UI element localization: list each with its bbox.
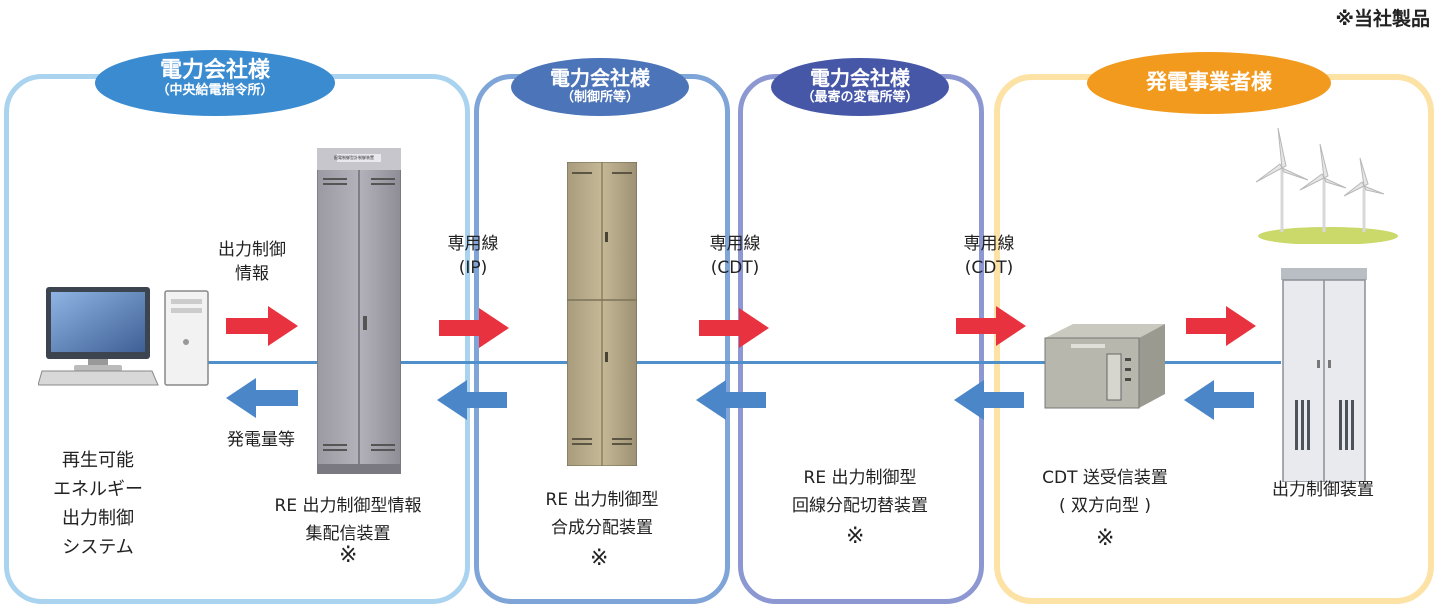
zone-substation-subtitle: （最寄の変電所等） xyxy=(801,90,919,105)
link-label-cdt-1-line1: 専用線 xyxy=(709,234,761,254)
generation-amount-label: 発電量等 xyxy=(227,430,295,450)
link-line-pc-server xyxy=(205,361,317,364)
zone-control-title: 電力会社様 xyxy=(550,66,650,90)
control-info-arrow-3 xyxy=(699,308,769,348)
wind-turbines-icon xyxy=(1255,127,1398,244)
link-label-cdt-2-line2: (CDT) xyxy=(964,258,1014,278)
cdt-device xyxy=(1044,324,1165,409)
cdt-label: CDT 送受信装置 ( 双方向型 ) xyxy=(1042,468,1168,516)
synth-label: RE 出力制御型 合成分配装置 xyxy=(545,490,659,538)
control-info-arrow-4 xyxy=(956,306,1026,346)
link-label-ip-line2: (IP) xyxy=(458,258,488,278)
control-info-arrow-5 xyxy=(1186,306,1256,346)
company-product-note: ※当社製品 xyxy=(1335,8,1430,30)
link-label-cdt-2: 専用線 (CDT) xyxy=(946,232,1032,280)
cdt-product-mark: ※ xyxy=(1096,526,1115,551)
zone-central-subtitle: （中央給電指令所） xyxy=(156,83,274,98)
generation-data-arrow-5 xyxy=(1184,380,1254,420)
control-info-arrow-1 xyxy=(226,306,298,346)
control-info-arrow-2 xyxy=(439,308,509,348)
zone-generator-header: 発電事業者様 xyxy=(1087,52,1331,114)
generation-data-arrow-1 xyxy=(226,378,298,418)
info-server-label: RE 出力制御型情報 集配信装置 xyxy=(274,496,422,544)
switcher-product-mark: ※ xyxy=(846,524,865,549)
generation-data-arrow-2 xyxy=(437,380,507,420)
switcher-label: RE 出力制御型 回線分配切替装置 xyxy=(792,468,928,516)
link-label-cdt-1-line2: (CDT) xyxy=(710,258,760,278)
zone-central-title: 電力会社様 xyxy=(159,58,270,83)
controller-label: 出力制御装置 xyxy=(1272,480,1374,500)
link-label-ip-line1: 専用線 xyxy=(447,234,499,254)
synth-product-mark: ※ xyxy=(590,546,609,571)
pc-label: 再生可能 エネルギー 出力制御 システム xyxy=(53,450,143,558)
link-label-ip: 専用線 (IP) xyxy=(430,232,516,280)
info-server-cabinet-tag: 配電制御型計制御装置 xyxy=(334,155,374,160)
desktop-computer-icon xyxy=(38,287,209,386)
link-label-cdt-1: 専用線 (CDT) xyxy=(692,232,778,280)
control-info-text: 出力制御 情報 xyxy=(218,240,286,284)
zone-control-subtitle: （制御所等） xyxy=(560,90,639,105)
info-server-product-mark: ※ xyxy=(339,543,358,568)
synth-cabinet xyxy=(567,162,637,466)
generation-data-arrow-4 xyxy=(954,380,1024,420)
link-label-cdt-2-line1: 専用線 xyxy=(963,234,1015,254)
generation-data-arrow-3 xyxy=(696,380,766,420)
controller-cabinet xyxy=(1281,268,1367,482)
control-info-label: 出力制御 情報 xyxy=(206,238,298,286)
zone-substation-title: 電力会社様 xyxy=(810,66,910,90)
info-server-cabinet xyxy=(317,148,401,474)
zone-control-header: 電力会社様 （制御所等） xyxy=(511,58,689,116)
zone-generator-title: 発電事業者様 xyxy=(1146,70,1272,94)
link-line-cdt-controller xyxy=(1165,361,1281,364)
link-line-synth-cdt xyxy=(636,361,1046,364)
link-line-server-synth xyxy=(400,361,568,364)
zone-substation-header: 電力会社様 （最寄の変電所等） xyxy=(771,58,949,116)
zone-central-header: 電力会社様 （中央給電指令所） xyxy=(95,50,335,116)
